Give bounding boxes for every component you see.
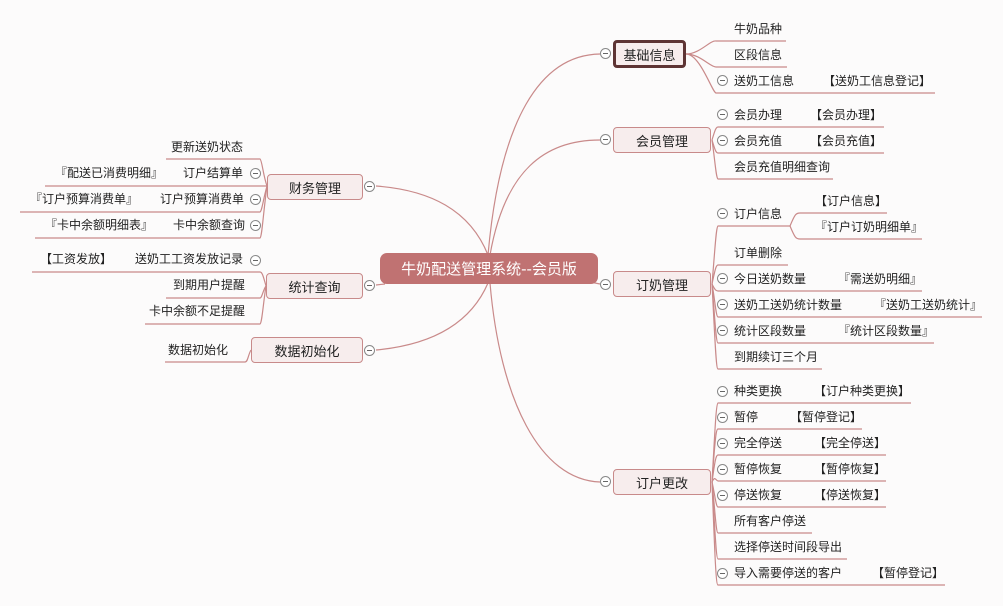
leaf-item[interactable]: 导入需要停送的客户 — [734, 566, 843, 580]
branch-label: 统计查询 — [288, 280, 341, 296]
collapse-toggle-icon[interactable] — [250, 255, 261, 266]
collapse-toggle-icon[interactable] — [717, 568, 728, 579]
leaf-item[interactable]: 送奶工送奶统计数量 — [734, 298, 843, 312]
collapse-toggle-icon[interactable] — [717, 75, 728, 86]
branch-label: 基础信息 — [623, 48, 676, 64]
leaf-sub-item[interactable]: 【会员办理】 — [810, 108, 883, 122]
leaf-sub-item[interactable]: 『订户订奶明细单』 — [815, 220, 924, 234]
leaf-item[interactable]: 会员充值明细查询 — [734, 160, 831, 174]
collapse-toggle-icon[interactable] — [717, 464, 728, 475]
collapse-toggle-icon[interactable] — [717, 412, 728, 423]
root-label: 牛奶配送管理系统--会员版 — [401, 260, 577, 278]
collapse-toggle-icon[interactable] — [717, 299, 728, 310]
collapse-toggle-icon[interactable] — [717, 438, 728, 449]
leaf-item[interactable]: 会员充值 — [734, 134, 783, 148]
leaf-item[interactable]: 订户结算单 — [183, 166, 244, 180]
branch-label: 财务管理 — [288, 181, 341, 197]
collapse-toggle-icon[interactable] — [250, 220, 261, 231]
collapse-toggle-icon[interactable] — [250, 194, 261, 205]
leaf-item[interactable]: 订户预算消费单 — [160, 192, 245, 206]
branch-node-data-init[interactable]: 数据初始化 — [251, 337, 363, 363]
leaf-sub-item[interactable]: 【订户种类更换】 — [814, 384, 911, 398]
collapse-toggle-icon[interactable] — [717, 325, 728, 336]
branch-label: 订奶管理 — [635, 278, 688, 294]
leaf-item[interactable]: 暂停恢复 — [734, 462, 783, 476]
collapse-toggle-icon[interactable] — [717, 135, 728, 146]
leaf-sub-item[interactable]: 【订户信息】 — [815, 194, 888, 208]
branch-node-milk-order-mgmt[interactable]: 订奶管理 — [613, 271, 711, 297]
leaf-item[interactable]: 统计区段数量 — [734, 324, 807, 338]
leaf-item[interactable]: 数据初始化 — [168, 343, 229, 357]
leaf-item[interactable]: 停送恢复 — [734, 488, 783, 502]
collapse-toggle-icon[interactable] — [364, 181, 375, 192]
branch-label: 会员管理 — [635, 134, 688, 150]
leaf-sub-item[interactable]: 【会员充值】 — [810, 134, 883, 148]
leaf-sub-item[interactable]: 『送奶工送奶统计』 — [874, 298, 983, 312]
leaf-sub-item[interactable]: 【工资发放】 — [40, 252, 113, 266]
collapse-toggle-icon[interactable] — [717, 273, 728, 284]
leaf-item[interactable]: 暂停 — [734, 410, 759, 424]
leaf-sub-item[interactable]: 『订户预算消费单』 — [30, 192, 139, 206]
leaf-item[interactable]: 会员办理 — [734, 108, 783, 122]
leaf-item[interactable]: 区段信息 — [734, 48, 783, 62]
leaf-item[interactable]: 订单删除 — [734, 246, 783, 260]
leaf-item[interactable]: 到期用户提醒 — [173, 278, 246, 292]
leaf-item[interactable]: 选择停送时间段导出 — [734, 540, 843, 554]
branch-node-basic-info[interactable]: 基础信息 — [613, 40, 686, 68]
leaf-sub-item[interactable]: 【停送恢复】 — [814, 488, 887, 502]
collapse-toggle-icon[interactable] — [717, 109, 728, 120]
collapse-toggle-icon[interactable] — [250, 168, 261, 179]
leaf-sub-item[interactable]: 『统计区段数量』 — [838, 324, 935, 338]
collapse-toggle-icon[interactable] — [600, 134, 611, 145]
leaf-sub-item[interactable]: 【暂停恢复】 — [814, 462, 887, 476]
collapse-toggle-icon[interactable] — [364, 280, 375, 291]
leaf-item[interactable]: 卡中余额不足提醒 — [149, 304, 246, 318]
leaf-item[interactable]: 订户信息 — [734, 207, 783, 221]
leaf-item[interactable]: 种类更换 — [734, 384, 783, 398]
collapse-toggle-icon[interactable] — [600, 48, 611, 59]
leaf-item[interactable]: 今日送奶数量 — [734, 272, 807, 286]
leaf-item[interactable]: 牛奶品种 — [734, 22, 783, 36]
branch-node-stats-query[interactable]: 统计查询 — [266, 273, 363, 299]
leaf-sub-item[interactable]: 『需送奶明细』 — [838, 272, 923, 286]
leaf-sub-item[interactable]: 『配送已消费明细』 — [55, 166, 164, 180]
collapse-toggle-icon[interactable] — [600, 476, 611, 487]
branch-node-subscriber-change[interactable]: 订户更改 — [613, 469, 711, 495]
leaf-sub-item[interactable]: 【送奶工信息登记】 — [823, 74, 932, 88]
collapse-toggle-icon[interactable] — [717, 208, 728, 219]
leaf-sub-item[interactable]: 【完全停送】 — [814, 436, 887, 450]
leaf-item[interactable]: 所有客户停送 — [734, 514, 807, 528]
leaf-item[interactable]: 完全停送 — [734, 436, 783, 450]
leaf-sub-item[interactable]: 【暂停登记】 — [790, 410, 863, 424]
collapse-toggle-icon[interactable] — [717, 386, 728, 397]
branch-label: 数据初始化 — [274, 344, 340, 360]
branch-label: 订户更改 — [635, 476, 688, 492]
leaf-item[interactable]: 送奶工信息 — [734, 74, 795, 88]
leaf-sub-item[interactable]: 『卡中余额明细表』 — [45, 218, 154, 232]
leaf-item[interactable]: 更新送奶状态 — [171, 140, 244, 154]
branch-node-finance-mgmt[interactable]: 财务管理 — [267, 174, 363, 200]
leaf-item[interactable]: 到期续订三个月 — [734, 350, 819, 364]
collapse-toggle-icon[interactable] — [364, 345, 375, 356]
root-node[interactable]: 牛奶配送管理系统--会员版 — [380, 253, 598, 284]
leaf-item[interactable]: 送奶工工资发放记录 — [135, 252, 244, 266]
collapse-toggle-icon[interactable] — [600, 279, 611, 290]
leaf-item[interactable]: 卡中余额查询 — [173, 218, 246, 232]
branch-node-member-mgmt[interactable]: 会员管理 — [613, 127, 711, 153]
leaf-sub-item[interactable]: 【暂停登记】 — [872, 566, 945, 580]
collapse-toggle-icon[interactable] — [717, 490, 728, 501]
